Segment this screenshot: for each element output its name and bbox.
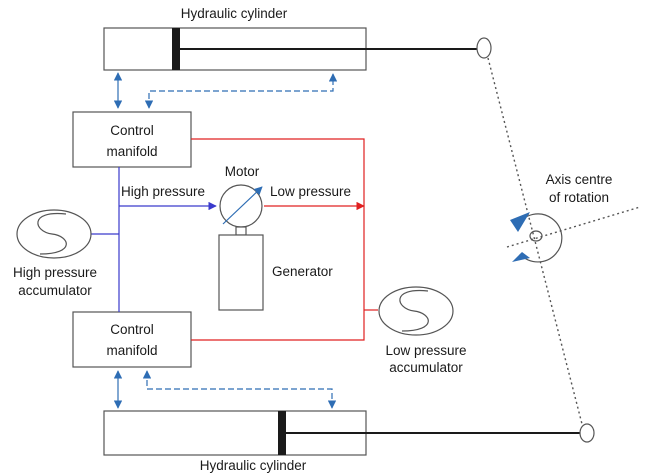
generator (218, 234, 264, 311)
bottom-hydraulic-cylinder (103, 410, 595, 456)
hp-accumulator-label-line2: accumulator (18, 283, 92, 298)
rotation-axis-dotted (506, 206, 641, 248)
accumulator-bladder (37, 212, 67, 255)
top-hydraulic-cylinder (103, 27, 492, 71)
variable-displacement-arrow (222, 186, 263, 225)
motor-shaft (235, 226, 247, 236)
motor-label: Motor (225, 164, 260, 179)
flow-arrow (144, 73, 338, 109)
control-manifold-top (72, 111, 192, 168)
lp-accumulator-label-line1: Low pressure (385, 343, 466, 358)
bottom-cylinder-label: Hydraulic cylinder (200, 458, 307, 473)
low-pressure-accumulator (378, 286, 454, 336)
flow-arrows (113, 72, 338, 409)
axis-centre-dot (529, 230, 543, 242)
piston (278, 411, 286, 455)
rod-pivot (476, 37, 492, 59)
rod-pivot (579, 423, 595, 443)
accumulator-bladder (399, 289, 429, 332)
axis-label-line2: of rotation (549, 190, 609, 205)
manifold-top-label-line1: Control (110, 123, 154, 138)
high-pressure-line (90, 167, 217, 312)
flow-arrow (142, 370, 337, 409)
manifold-top-label-line2: manifold (106, 144, 157, 159)
control-manifold-bottom (72, 311, 192, 368)
low-pressure-line (191, 138, 378, 341)
piston (172, 28, 180, 70)
generator-label: Generator (272, 264, 333, 279)
rotation-arrow-lower (512, 252, 530, 262)
rotation-circle (516, 213, 563, 263)
high-pressure-label: High pressure (121, 184, 205, 199)
top-cylinder-label: Hydraulic cylinder (181, 6, 288, 21)
manifold-bottom-label-line2: manifold (106, 343, 157, 358)
manifold-bottom-label-line1: Control (110, 322, 154, 337)
axis-of-rotation (510, 212, 563, 263)
low-pressure-label: Low pressure (270, 184, 351, 199)
rotation-arrow-upper (510, 212, 530, 232)
hp-accumulator-label-line1: High pressure (13, 265, 97, 280)
axis-label-line1: Axis centre (546, 172, 613, 187)
lp-accumulator-label-line2: accumulator (389, 360, 463, 375)
high-pressure-accumulator (16, 209, 92, 259)
motor (219, 184, 263, 236)
